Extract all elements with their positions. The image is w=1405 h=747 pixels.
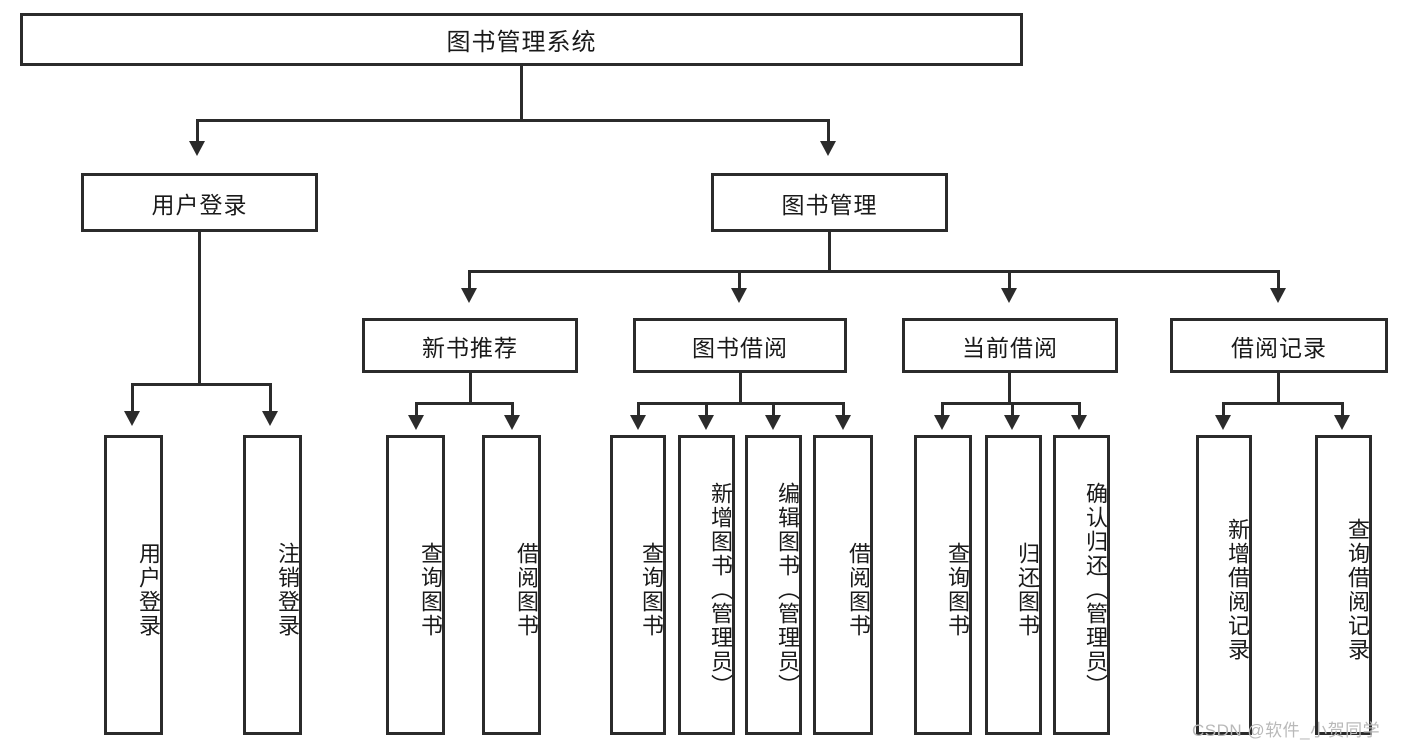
node-label: 借阅图书 bbox=[846, 542, 871, 638]
arrowhead-bm-borrow-record bbox=[1270, 288, 1286, 303]
node-borrow-record[interactable]: 借阅记录 bbox=[1170, 318, 1388, 373]
node-label: 借阅记录 bbox=[1231, 334, 1327, 361]
leaf-current-borrow-0[interactable]: 查询图书 bbox=[914, 435, 972, 735]
arrowhead-book-borrow-leaf-0 bbox=[630, 415, 646, 430]
arrowhead-user-login-leaf-0 bbox=[124, 411, 140, 426]
connector-new-book-to-leaf-1 bbox=[511, 402, 514, 417]
arrowhead-current-borrow-leaf-0 bbox=[934, 415, 950, 430]
arrowhead-book-borrow-leaf-1 bbox=[698, 415, 714, 430]
node-label: 注销登录 bbox=[275, 542, 300, 638]
node-label: 查询图书 bbox=[945, 542, 970, 638]
connector-current-borrow-to-leaf-0 bbox=[941, 402, 944, 417]
arrowhead-root-to-user-login bbox=[189, 141, 205, 156]
connector-borrow-record-bus bbox=[1222, 402, 1344, 405]
leaf-borrow-record-1[interactable]: 查询借阅记录 bbox=[1315, 435, 1372, 735]
node-label: 查询图书 bbox=[639, 542, 664, 638]
connector-user-login-stem bbox=[198, 232, 201, 383]
connector-borrow-record-stem bbox=[1277, 373, 1280, 402]
connector-book-borrow-to-leaf-1 bbox=[705, 402, 708, 417]
connector-root-to-book-management bbox=[827, 119, 830, 143]
connector-new-book-stem bbox=[469, 373, 472, 402]
leaf-new-book-recommend-0[interactable]: 查询图书 bbox=[386, 435, 445, 735]
node-label: 图书借阅 bbox=[692, 334, 788, 361]
connector-root-stem bbox=[520, 66, 523, 119]
arrowhead-new-book-leaf-0 bbox=[408, 415, 424, 430]
connector-user-login-bus bbox=[131, 383, 269, 386]
csdn-watermark: CSDN @软件_小贺同学 bbox=[1192, 721, 1381, 740]
connector-bm-to-book-borrow bbox=[738, 270, 741, 290]
leaf-book-borrow-0[interactable]: 查询图书 bbox=[610, 435, 666, 735]
connector-book-management-stem bbox=[828, 232, 831, 270]
arrowhead-book-borrow-leaf-2 bbox=[765, 415, 781, 430]
connector-book-borrow-stem bbox=[739, 373, 742, 402]
node-label: 图书管理系统 bbox=[446, 29, 597, 56]
connector-root-to-user-login bbox=[196, 119, 199, 143]
node-label: 查询图书 bbox=[418, 542, 443, 638]
node-root-book-management-system[interactable]: 图书管理系统 bbox=[20, 13, 1023, 66]
arrowhead-user-login-leaf-1 bbox=[262, 411, 278, 426]
leaf-book-borrow-3[interactable]: 借阅图书 bbox=[813, 435, 873, 735]
leaf-book-borrow-1[interactable]: 新增图书（管理员） bbox=[678, 435, 735, 735]
leaf-book-borrow-2[interactable]: 编辑图书（管理员） bbox=[745, 435, 802, 735]
arrowhead-current-borrow-leaf-1 bbox=[1004, 415, 1020, 430]
connector-new-book-to-leaf-0 bbox=[415, 402, 418, 417]
arrowhead-new-book-leaf-1 bbox=[504, 415, 520, 430]
node-label: 用户登录 bbox=[151, 191, 248, 218]
connector-new-book-bus bbox=[415, 402, 513, 405]
node-book-borrow[interactable]: 图书借阅 bbox=[633, 318, 847, 373]
connector-bm-to-borrow-record bbox=[1277, 270, 1280, 290]
node-label: 当前借阅 bbox=[962, 334, 1058, 361]
connector-book-borrow-bus bbox=[637, 402, 845, 405]
node-label: 用户登录 bbox=[136, 542, 161, 638]
arrowhead-book-borrow-leaf-3 bbox=[835, 415, 851, 430]
leaf-user-login-0[interactable]: 用户登录 bbox=[104, 435, 163, 735]
connector-user-login-to-leaf-0 bbox=[131, 383, 134, 413]
node-new-book-recommend[interactable]: 新书推荐 bbox=[362, 318, 578, 373]
node-label: 编辑图书（管理员） bbox=[775, 482, 800, 698]
node-book-management[interactable]: 图书管理 bbox=[711, 173, 948, 232]
connector-user-login-to-leaf-1 bbox=[269, 383, 272, 413]
connector-current-borrow-bus bbox=[941, 402, 1080, 405]
arrowhead-bm-book-borrow bbox=[731, 288, 747, 303]
arrowhead-borrow-record-leaf-0 bbox=[1215, 415, 1231, 430]
node-label: 查询借阅记录 bbox=[1345, 518, 1370, 662]
leaf-new-book-recommend-1[interactable]: 借阅图书 bbox=[482, 435, 541, 735]
arrowhead-bm-new-book bbox=[461, 288, 477, 303]
arrowhead-bm-current-borrow bbox=[1001, 288, 1017, 303]
node-label: 新书推荐 bbox=[422, 334, 518, 361]
arrowhead-current-borrow-leaf-2 bbox=[1071, 415, 1087, 430]
node-label: 确认归还（管理员） bbox=[1083, 482, 1108, 698]
node-current-borrow[interactable]: 当前借阅 bbox=[902, 318, 1118, 373]
connector-book-borrow-to-leaf-2 bbox=[772, 402, 775, 417]
connector-bm-to-current-borrow bbox=[1008, 270, 1011, 290]
leaf-user-login-1[interactable]: 注销登录 bbox=[243, 435, 302, 735]
connector-borrow-record-to-leaf-1 bbox=[1341, 402, 1344, 417]
arrowhead-borrow-record-leaf-1 bbox=[1334, 415, 1350, 430]
connector-current-borrow-to-leaf-2 bbox=[1078, 402, 1081, 417]
leaf-current-borrow-2[interactable]: 确认归还（管理员） bbox=[1053, 435, 1110, 735]
leaf-current-borrow-1[interactable]: 归还图书 bbox=[985, 435, 1042, 735]
leaf-borrow-record-0[interactable]: 新增借阅记录 bbox=[1196, 435, 1252, 735]
connector-book-borrow-to-leaf-3 bbox=[842, 402, 845, 417]
node-user-login[interactable]: 用户登录 bbox=[81, 173, 318, 232]
arrowhead-root-to-book-management bbox=[820, 141, 836, 156]
node-label: 新增图书（管理员） bbox=[708, 482, 733, 698]
connector-book-borrow-to-leaf-0 bbox=[637, 402, 640, 417]
node-label: 新增借阅记录 bbox=[1225, 518, 1250, 662]
connector-borrow-record-to-leaf-0 bbox=[1222, 402, 1225, 417]
connector-current-borrow-stem bbox=[1008, 373, 1011, 402]
connector-bm-to-new-book bbox=[468, 270, 471, 290]
connector-root-bus bbox=[196, 119, 829, 122]
node-label: 借阅图书 bbox=[514, 542, 539, 638]
node-label: 图书管理 bbox=[781, 191, 878, 218]
node-label: 归还图书 bbox=[1015, 542, 1040, 638]
connector-book-management-bus bbox=[468, 270, 1280, 273]
connector-current-borrow-to-leaf-1 bbox=[1011, 402, 1014, 417]
